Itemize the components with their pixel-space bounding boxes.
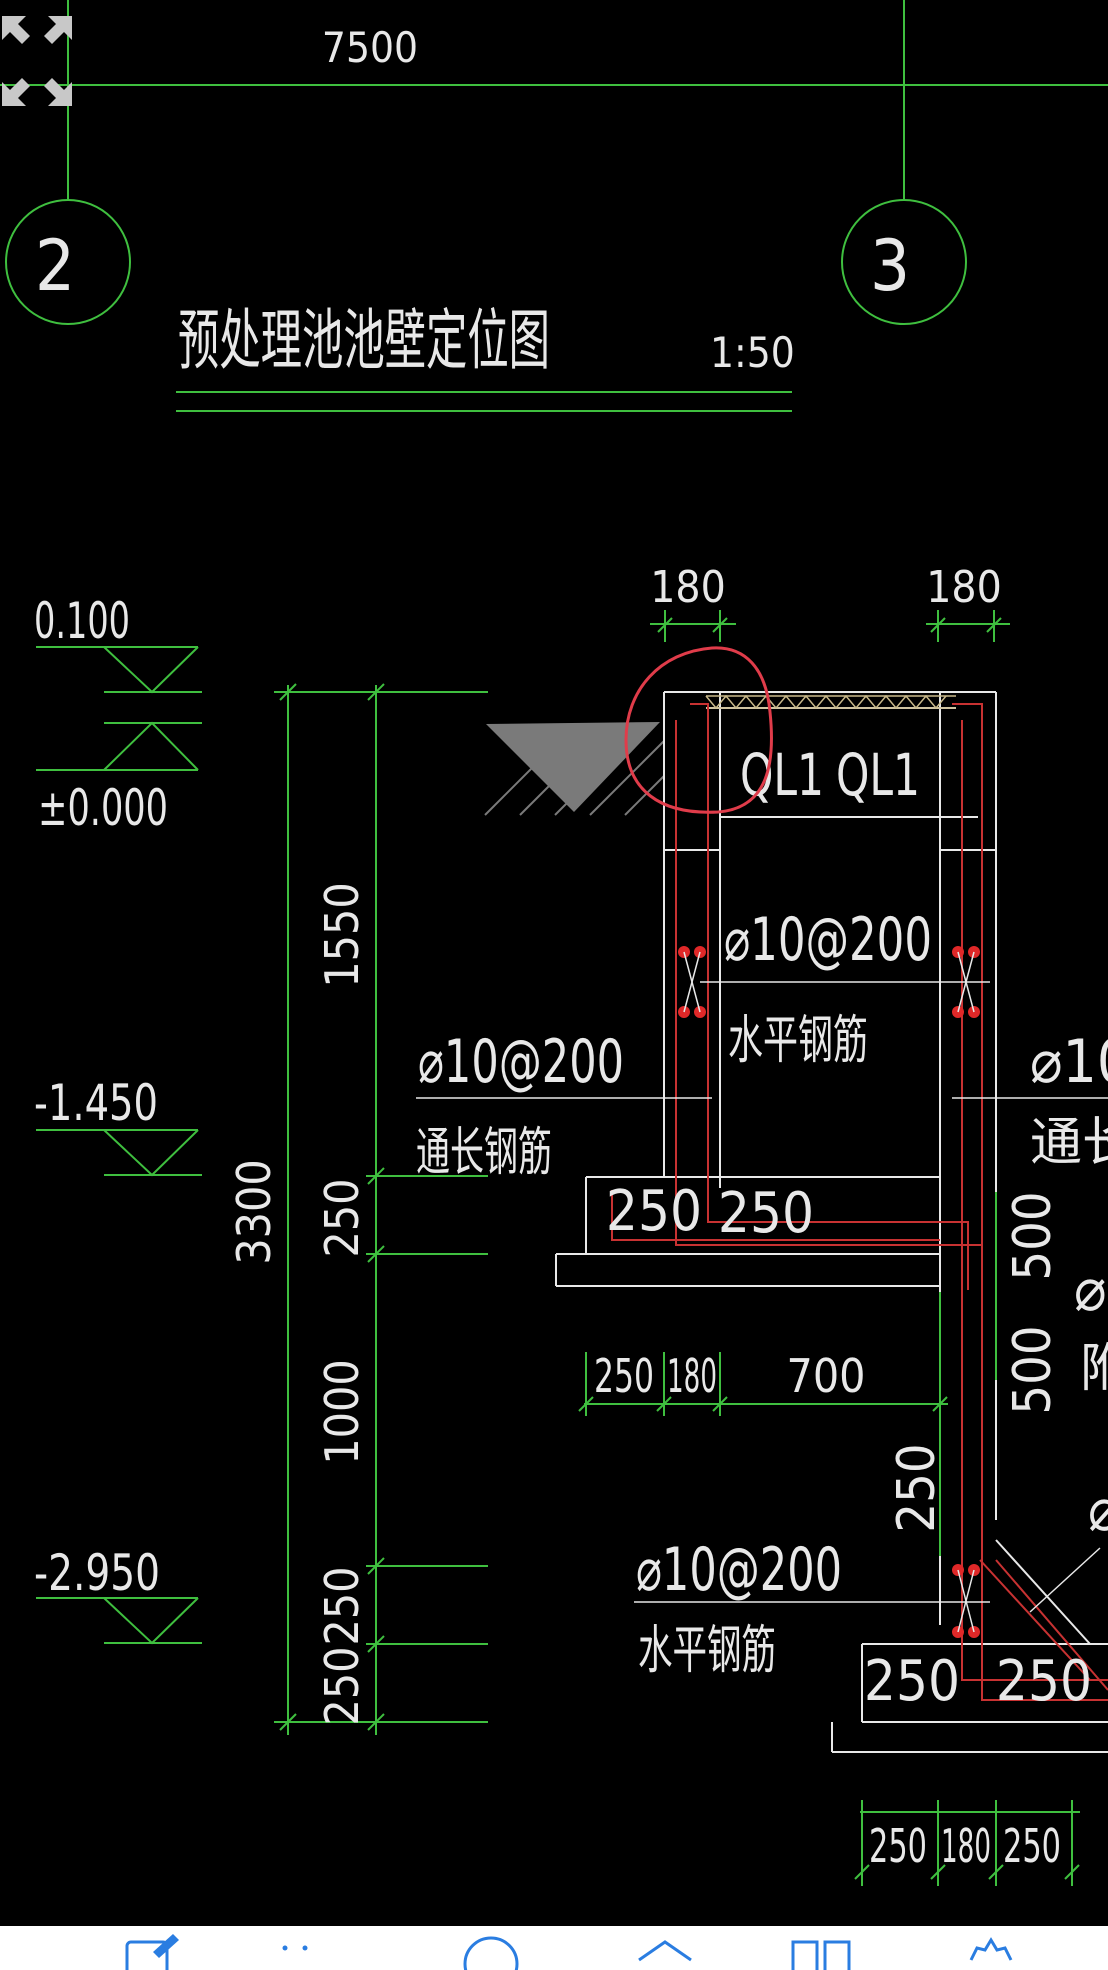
elevation-label: -2.950: [34, 1544, 160, 1602]
overall-height-dimension: 3300: [227, 1159, 281, 1264]
bottom-toolbar: [0, 1926, 1108, 1970]
layer-icon: [638, 1940, 692, 1962]
axis-label-3: 3: [870, 225, 910, 307]
layout-icon: [791, 1940, 851, 1970]
axis-grid: [0, 0, 1108, 325]
layer-button[interactable]: [630, 1932, 700, 1970]
cap-hatch: [705, 694, 956, 710]
slab-dimension: 250: [718, 1181, 814, 1246]
elevation-symbols: [36, 646, 202, 1645]
slab-dimension: 250: [606, 1179, 702, 1244]
slab-dimension: 250: [869, 1819, 927, 1873]
rebar-spec: ⌀10@200: [724, 905, 932, 975]
rebar-spec: ⌀: [1074, 1255, 1107, 1325]
vertical-dimension-lines: [274, 683, 488, 1735]
rebar-spec: ⌀10@200: [636, 1535, 842, 1605]
slab-dimension: 250: [996, 1649, 1092, 1714]
rebar-desc: 通长钢筋: [416, 1123, 552, 1183]
measure-icon: [463, 1936, 519, 1970]
axis-marker-2: [5, 199, 131, 325]
rebar-spec: ⌀: [1088, 1475, 1108, 1545]
elevation-label: 0.100: [34, 592, 130, 650]
edit-icon: [125, 1934, 179, 1970]
height-segment-dimension: 1000: [315, 1359, 369, 1464]
measure-button[interactable]: [456, 1932, 526, 1970]
axis-label-2: 2: [35, 225, 75, 307]
rebar-spec: ⌀10: [1030, 1027, 1108, 1097]
top-dimension: 7500: [322, 23, 418, 72]
slab-dimension: 180: [941, 1819, 991, 1873]
height-segment-dimension: 250: [315, 1567, 369, 1646]
rebar-desc: 通长钢: [1030, 1113, 1108, 1173]
drawing-scale: 1:50: [710, 328, 795, 377]
slab-dimension: 250: [594, 1349, 654, 1403]
wall-width-label: 180: [926, 562, 1002, 613]
ground-level-hatch: [484, 722, 665, 816]
elevation-label: -1.450: [34, 1074, 158, 1132]
height-segment-dimension: 250: [315, 1179, 369, 1258]
text-button[interactable]: [262, 1932, 332, 1970]
fullscreen-icon: [0, 16, 74, 106]
fullscreen-button[interactable]: [0, 14, 76, 108]
settings-button[interactable]: [956, 1932, 1026, 1970]
slab-dimension: 500: [1003, 1325, 1063, 1414]
text-icon: [282, 1945, 308, 1951]
slab-dimension-lines: [578, 1192, 1080, 1886]
height-segment-dimension: 1550: [315, 882, 369, 987]
rebar-desc: 水平钢筋: [728, 1011, 868, 1071]
settings-icon: [969, 1937, 1013, 1961]
drawing-viewport[interactable]: 7500 2 3 预处理池池壁定位图 1:50 0.100 ±0.000 -1.…: [0, 0, 1108, 1926]
title-underline: [176, 391, 792, 412]
elevation-label: ±0.000: [38, 779, 168, 837]
beam-label: QL1: [836, 741, 920, 809]
drawing-title: 预处理池池壁定位图: [178, 302, 550, 379]
wall-width-label: 180: [650, 562, 726, 613]
rebar-desc: 水平钢筋: [638, 1621, 776, 1681]
rebar-desc: 附: [1080, 1339, 1108, 1399]
slab-dimension: 180: [667, 1349, 717, 1403]
rebar-lines: [611, 703, 1108, 1701]
wall-width-dimension-lines: [650, 610, 1010, 642]
edit-button[interactable]: [118, 1932, 188, 1970]
slab-dimension: 500: [1003, 1191, 1063, 1280]
layout-button[interactable]: [788, 1932, 858, 1970]
height-segment-dimension: 250: [315, 1647, 369, 1726]
leader-line: [1029, 1547, 1101, 1613]
markup-circle[interactable]: [624, 646, 773, 814]
rebar-spec: ⌀10@200: [418, 1027, 624, 1097]
slab-dimension: 250: [887, 1443, 947, 1532]
slab-dimension: 700: [787, 1349, 866, 1403]
slab-dimension: 250: [1003, 1819, 1061, 1873]
axis-marker-3: [841, 199, 967, 325]
slab-dimension: 250: [864, 1649, 960, 1714]
